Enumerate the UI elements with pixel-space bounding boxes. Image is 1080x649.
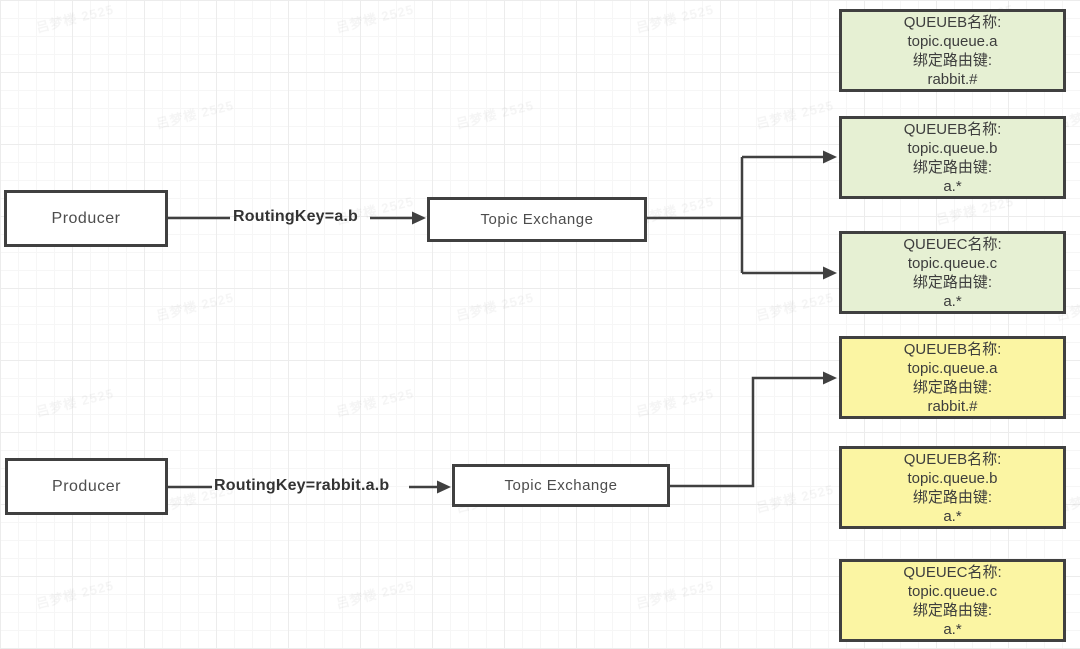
arrowhead-into-queue-b-green (823, 150, 837, 164)
queue-name: topic.queue.c (907, 582, 998, 600)
queue-title: QUEUEB名称: (903, 13, 1002, 31)
binding-key: rabbit.# (927, 70, 978, 88)
exchange2-to-queue-line (670, 376, 824, 488)
binding-title: 绑定路由键: (912, 158, 993, 176)
queue-box-green-c: QUEUEC名称: topic.queue.c 绑定路由键: a.* (839, 231, 1066, 314)
queue-title: QUEUEB名称: (903, 120, 1002, 138)
queue-title: QUEUEC名称: (903, 563, 1002, 581)
topic-exchange-box-1: Topic Exchange (427, 197, 647, 242)
queue-title: QUEUEB名称: (903, 450, 1002, 468)
binding-title: 绑定路由键: (912, 51, 993, 69)
binding-title: 绑定路由键: (912, 273, 993, 291)
queue-name: topic.queue.a (907, 32, 998, 50)
binding-key: rabbit.# (927, 397, 978, 415)
queue-box-yellow-b: QUEUEB名称: topic.queue.b 绑定路由键: a.* (839, 446, 1066, 529)
binding-key: a.* (943, 620, 962, 638)
queue-title: QUEUEB名称: (903, 340, 1002, 358)
connector-paths (168, 155, 824, 489)
queue-box-yellow-c: QUEUEC名称: topic.queue.c 绑定路由键: a.* (839, 559, 1066, 642)
binding-title: 绑定路由键: (912, 488, 993, 506)
binding-key: a.* (943, 177, 962, 195)
exchange-2-label: Topic Exchange (504, 477, 618, 494)
binding-title: 绑定路由键: (912, 601, 993, 619)
binding-title: 绑定路由键: (912, 378, 993, 396)
producer-box-1: Producer (4, 190, 168, 247)
arrowheads (412, 150, 837, 494)
routing-key-label-2: RoutingKey=rabbit.a.b (214, 477, 390, 494)
queue-box-yellow-a: QUEUEB名称: topic.queue.a 绑定路由键: rabbit.# (839, 336, 1066, 419)
routing-key-label-1: RoutingKey=a.b (233, 208, 359, 225)
arrowhead-into-queue-a-yellow (823, 371, 837, 385)
queue-name: topic.queue.b (907, 139, 998, 157)
queue-box-green-b: QUEUEB名称: topic.queue.b 绑定路由键: a.* (839, 116, 1066, 199)
queue-name: topic.queue.c (907, 254, 998, 272)
arrowhead-into-exchange1 (412, 211, 426, 225)
queue-name: topic.queue.b (907, 469, 998, 487)
topic-exchange-box-2: Topic Exchange (452, 464, 670, 507)
arrowhead-into-queue-c-green (823, 266, 837, 280)
exchange1-branch-line (647, 155, 824, 275)
producer-2-label: Producer (52, 477, 121, 495)
exchange-1-label: Topic Exchange (480, 211, 594, 228)
binding-key: a.* (943, 292, 962, 310)
producer-box-2: Producer (5, 458, 168, 515)
queue-title: QUEUEC名称: (903, 235, 1002, 253)
queue-name: topic.queue.a (907, 359, 998, 377)
producer-1-label: Producer (51, 209, 121, 227)
queue-box-green-a: QUEUEB名称: topic.queue.a 绑定路由键: rabbit.# (839, 9, 1066, 92)
binding-key: a.* (943, 507, 962, 525)
arrowhead-into-exchange2 (437, 480, 451, 494)
